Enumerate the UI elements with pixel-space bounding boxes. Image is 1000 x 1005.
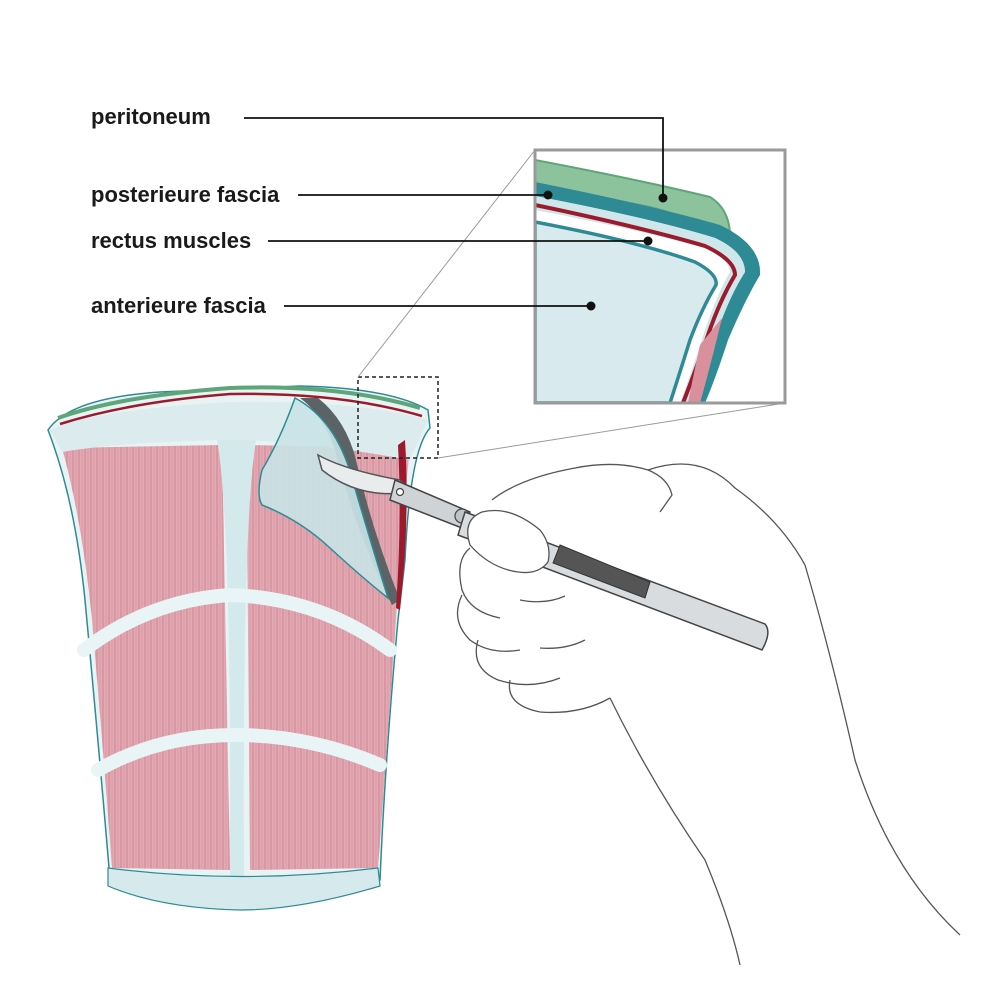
zoom-detail-frame bbox=[533, 148, 787, 405]
bottom-fascia-edge bbox=[107, 867, 381, 911]
leader-peritoneum bbox=[244, 117, 664, 198]
tendinous-intersection-upper bbox=[77, 587, 397, 657]
tendinous-intersection-lower bbox=[91, 727, 387, 777]
dot-rectus-muscles bbox=[643, 236, 653, 246]
dot-posterior-fascia bbox=[543, 190, 553, 200]
abdomen-block bbox=[47, 385, 431, 911]
zoom-connector-top bbox=[357, 149, 536, 378]
left-rectus-muscle bbox=[62, 445, 230, 870]
detail-selection-box bbox=[357, 376, 439, 459]
hand-icon bbox=[456, 463, 961, 966]
zoom-anterior-fascia-layer bbox=[535, 220, 718, 403]
rectus-edge bbox=[59, 392, 423, 426]
right-muscle-border bbox=[396, 440, 407, 610]
leader-lines bbox=[244, 117, 664, 307]
peritoneum-edge bbox=[57, 385, 421, 420]
linea-alba bbox=[215, 430, 258, 880]
label-anterior-fascia: anterieure fascia bbox=[91, 293, 266, 318]
label-posterior-fascia: posterieure fascia bbox=[91, 182, 280, 207]
dot-peritoneum bbox=[658, 193, 668, 203]
zoom-detail bbox=[533, 148, 787, 405]
label-rectus-muscles: rectus muscles bbox=[91, 228, 252, 253]
label-peritoneum: peritoneum bbox=[91, 104, 211, 129]
dot-anterior-fascia bbox=[586, 301, 596, 311]
zoom-connector-bottom bbox=[437, 402, 786, 459]
